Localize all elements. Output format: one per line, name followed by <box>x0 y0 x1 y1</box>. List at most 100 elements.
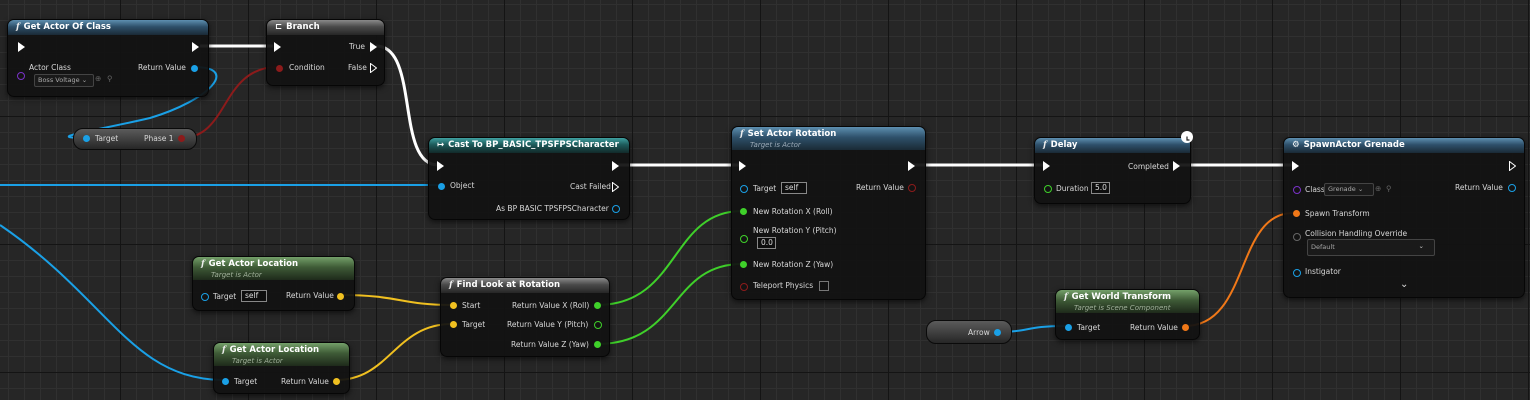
exec-in-pin[interactable] <box>739 161 746 171</box>
pin-label: Arrow <box>968 328 990 337</box>
vector-wire <box>335 323 453 381</box>
arrow-value-pin[interactable] <box>994 329 1001 336</box>
search-icon[interactable]: ⚲ <box>107 74 113 83</box>
target-pin[interactable] <box>1065 324 1072 331</box>
transform-wire <box>1184 212 1294 327</box>
return-value-pin[interactable] <box>191 65 198 72</box>
function-icon: f <box>449 280 453 290</box>
browse-icon[interactable]: ⊕ <box>1375 184 1382 193</box>
spawn-transform-pin[interactable] <box>1293 210 1300 217</box>
return-y-pin[interactable] <box>594 321 602 329</box>
float-wire <box>596 263 743 345</box>
target-pin[interactable] <box>740 185 748 193</box>
teleport-pin[interactable] <box>740 283 748 291</box>
roll-pin[interactable] <box>740 208 747 215</box>
node-phase-1-getter[interactable]: Target Phase 1 <box>73 128 197 150</box>
as-character-pin[interactable] <box>612 205 620 213</box>
node-branch[interactable]: ⊏Branch Condition True False <box>266 19 385 86</box>
exec-true-pin[interactable] <box>370 42 377 52</box>
node-title: Branch <box>286 22 320 32</box>
return-z-pin[interactable] <box>594 341 601 348</box>
collision-combo[interactable]: Default⌄ <box>1307 239 1435 256</box>
node-title: Get Actor Location <box>229 345 320 355</box>
chevron-down-icon: ⌄ <box>81 76 88 84</box>
value-pin[interactable] <box>178 135 185 142</box>
target-pin[interactable] <box>83 135 90 142</box>
duration-pin[interactable] <box>1044 185 1052 193</box>
node-subtitle: Target is Actor <box>232 357 283 365</box>
node-title: Cast To BP_BASIC_TPSFPSCharacter <box>448 140 619 150</box>
return-value-pin[interactable] <box>1182 324 1189 331</box>
exec-in-pin[interactable] <box>18 42 25 52</box>
node-arrow-getter[interactable]: Arrow <box>926 320 1012 344</box>
exec-out-pin[interactable] <box>1509 160 1517 172</box>
start-pin[interactable] <box>450 302 457 309</box>
class-pin[interactable] <box>1293 186 1301 194</box>
exec-in-pin[interactable] <box>1292 161 1299 171</box>
duration-input[interactable]: 5.0 <box>1091 182 1110 194</box>
exec-false-pin[interactable] <box>370 62 378 74</box>
vector-wire <box>339 294 453 306</box>
combo-value: Default <box>1311 243 1335 251</box>
exec-in-pin[interactable] <box>1043 161 1050 171</box>
exec-out-pin[interactable] <box>612 161 619 171</box>
return-value-pin[interactable] <box>908 184 916 192</box>
search-icon[interactable]: ⚲ <box>1386 184 1392 193</box>
target-pin[interactable] <box>450 321 457 328</box>
exec-out-pin[interactable] <box>908 161 915 171</box>
function-icon: f <box>1043 140 1047 150</box>
node-header: ⚙SpawnActor Grenade <box>1284 138 1524 153</box>
collision-pin[interactable] <box>1293 233 1301 241</box>
pin-label: True <box>349 42 365 51</box>
target-pin[interactable] <box>201 293 209 301</box>
pin-label: Object <box>450 181 475 190</box>
return-value-pin[interactable] <box>333 378 340 385</box>
yaw-pin[interactable] <box>740 261 747 268</box>
pin-label: Teleport Physics <box>753 281 814 290</box>
exec-in-pin[interactable] <box>437 161 444 171</box>
target-input[interactable]: self <box>781 182 807 194</box>
instigator-pin[interactable] <box>1293 269 1301 277</box>
return-value-pin[interactable] <box>337 293 344 300</box>
cast-icon: ↦ <box>437 140 445 150</box>
chevron-down-icon[interactable]: ⌄ <box>1400 279 1409 290</box>
node-subtitle: Target is Scene Component <box>1074 304 1171 312</box>
return-x-pin[interactable] <box>594 302 601 309</box>
exec-in-pin[interactable] <box>274 42 281 52</box>
class-pin[interactable] <box>17 72 25 80</box>
condition-pin[interactable] <box>276 65 283 72</box>
node-spawn-actor-grenade[interactable]: ⚙SpawnActor Grenade Class Grenade ⌄ ⊕ ⚲ … <box>1283 137 1525 298</box>
pin-label: Collision Handling Override <box>1305 229 1408 238</box>
pin-label: New Rotation X (Roll) <box>753 207 833 216</box>
node-cast-to-character[interactable]: ↦Cast To BP_BASIC_TPSFPSCharacter Object… <box>428 137 630 220</box>
exec-cast-failed-pin[interactable] <box>612 181 620 193</box>
pin-label: False <box>348 63 367 72</box>
target-input[interactable]: self <box>241 290 267 302</box>
exec-out-pin[interactable] <box>192 42 199 52</box>
clock-icon <box>1181 131 1193 143</box>
return-value-pin[interactable] <box>1508 184 1516 192</box>
pitch-pin[interactable] <box>740 235 748 243</box>
object-pin[interactable] <box>438 183 445 190</box>
node-title: Get Actor Location <box>208 259 299 269</box>
exec-completed-pin[interactable] <box>1173 161 1180 171</box>
teleport-checkbox[interactable] <box>819 281 829 291</box>
target-pin[interactable] <box>222 378 229 385</box>
node-title: Get World Transform <box>1071 292 1171 302</box>
browse-icon[interactable]: ⊕ <box>95 74 102 83</box>
actor-class-combo[interactable]: Boss Voltage ⌄ <box>34 74 94 87</box>
pin-label: Target <box>1077 323 1101 332</box>
pin-label: As BP BASIC TPSFPSCharacter <box>496 204 609 213</box>
spawn-icon: ⚙ <box>1292 140 1300 150</box>
class-combo[interactable]: Grenade ⌄ <box>1324 183 1374 196</box>
pitch-input[interactable]: 0.0 <box>757 237 776 249</box>
